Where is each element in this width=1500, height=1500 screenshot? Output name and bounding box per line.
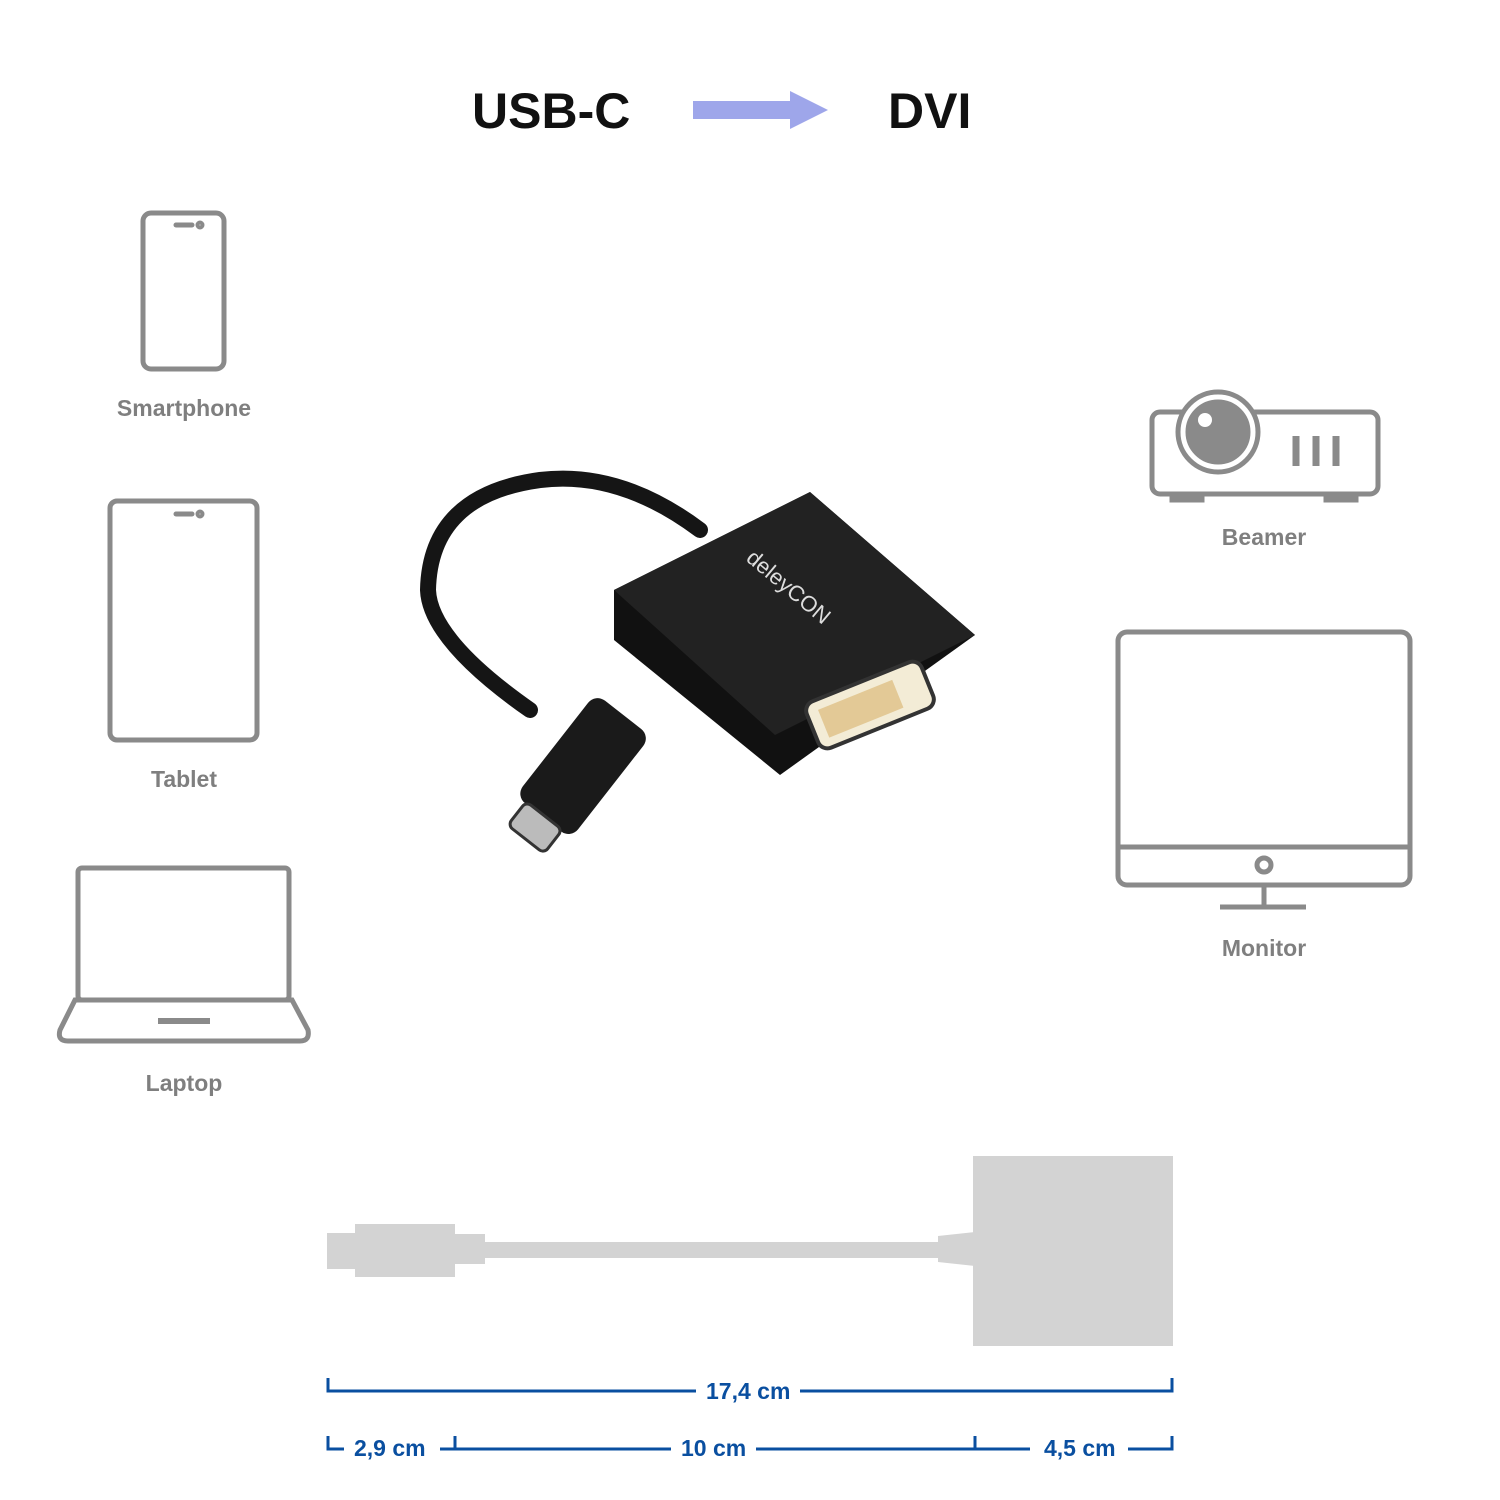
adapter-product-photo: deleyCON bbox=[419, 470, 975, 853]
cable-length-label: 10 cm bbox=[671, 1435, 757, 1462]
beamer-label: Beamer bbox=[1221, 524, 1307, 550]
smartphone-icon bbox=[140, 210, 227, 372]
housing-length-label: 4,5 cm bbox=[1034, 1435, 1126, 1462]
monitor-label: Monitor bbox=[1221, 935, 1307, 961]
laptop-icon bbox=[56, 865, 311, 1044]
smartphone-label: Smartphone bbox=[116, 395, 252, 421]
tablet-icon bbox=[107, 498, 260, 743]
plug-length-label: 2,9 cm bbox=[344, 1435, 436, 1462]
monitor-icon bbox=[1115, 629, 1413, 910]
dimension-silhouette bbox=[327, 1156, 1173, 1346]
target-connector-title: DVI bbox=[888, 83, 972, 139]
total-length-label: 17,4 cm bbox=[696, 1378, 801, 1405]
projector-icon bbox=[1149, 389, 1381, 503]
source-connector-title: USB-C bbox=[472, 83, 631, 139]
tablet-label: Tablet bbox=[150, 766, 218, 792]
arrow-icon bbox=[693, 91, 828, 129]
laptop-label: Laptop bbox=[145, 1070, 223, 1096]
